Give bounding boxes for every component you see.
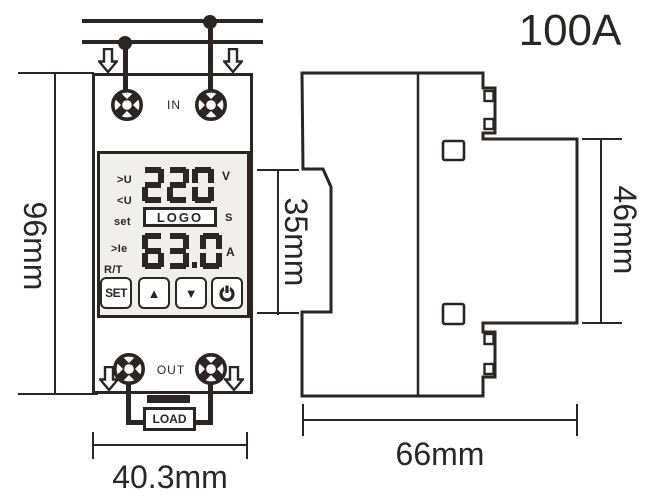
dimension-line-96 — [54, 73, 56, 395]
time-unit-label: S — [225, 212, 233, 224]
load-box: LOAD — [143, 407, 196, 431]
insert-arrow-icon — [99, 366, 119, 391]
current-rating-label: 100A — [518, 6, 622, 55]
supply-wire-bottom — [82, 40, 263, 44]
dimension-line-66 — [303, 419, 577, 421]
dimension-line-40 — [93, 444, 248, 446]
triangle-up-icon: ▲ — [147, 285, 161, 301]
dimension-tick — [246, 432, 248, 459]
dimension-label-width: 40.3mm — [112, 459, 228, 495]
dimension-tick — [576, 404, 578, 436]
load-wire — [208, 384, 213, 425]
load-wire — [126, 420, 148, 425]
up-button: ▲ — [138, 277, 170, 309]
dimension-tick — [582, 322, 622, 324]
insert-arrow-icon — [224, 366, 244, 391]
voltage-seven-segment-readout — [142, 167, 214, 203]
terminal-screw-icon — [195, 89, 227, 121]
terminal-screw-icon — [111, 89, 143, 121]
dimension-label-din-rail: 35mm — [278, 197, 314, 287]
supply-wire-top — [82, 19, 263, 23]
terminal-screw-icon — [195, 353, 227, 385]
terminal-block-detail — [483, 362, 495, 376]
insert-arrow-icon — [98, 48, 118, 73]
terminal-block-detail — [483, 89, 495, 103]
dimension-line-35 — [277, 170, 279, 315]
terminal-block-detail — [483, 117, 495, 131]
over-current-label: >Ie — [111, 243, 128, 255]
dimension-tick — [18, 393, 98, 395]
logo-box: LOGO — [143, 207, 217, 227]
dimension-tick — [92, 432, 94, 459]
lcd-display-panel: >U <U set >Ie R/T V LOGO S A SET ▲ ▼ — [97, 151, 250, 318]
dimension-tick — [257, 169, 299, 171]
load-wire — [191, 420, 213, 425]
voltage-unit-label: V — [222, 169, 231, 183]
dimension-line-46 — [600, 139, 602, 323]
power-icon — [219, 285, 235, 302]
dimension-tick — [302, 404, 304, 436]
set-button: SET — [100, 277, 132, 309]
mounting-hole — [441, 302, 466, 326]
terminal-screw-icon — [113, 353, 145, 385]
wire-drop-left — [123, 42, 128, 90]
dimension-tick — [582, 138, 622, 140]
rt-label: R/T — [104, 264, 123, 276]
terminal-block-detail — [483, 332, 495, 346]
dimension-tick — [18, 72, 94, 74]
in-terminal-label: IN — [167, 98, 181, 112]
over-voltage-label: >U — [117, 174, 132, 186]
load-wire — [126, 384, 131, 425]
insert-arrow-icon — [223, 48, 243, 73]
triangle-down-icon: ▼ — [184, 285, 198, 301]
dimension-label-height: 96mm — [17, 201, 53, 291]
dimension-tick — [257, 312, 299, 314]
wire-drop-right — [208, 21, 213, 90]
current-seven-segment-readout — [142, 233, 222, 269]
dimension-label-front-depth: 46mm — [607, 185, 643, 275]
down-button: ▼ — [175, 277, 207, 309]
set-indicator-label: set — [114, 216, 131, 228]
current-unit-label: A — [226, 245, 235, 259]
under-voltage-label: <U — [117, 195, 132, 207]
out-terminal-label: OUT — [156, 363, 186, 377]
power-button — [211, 277, 243, 309]
busbar — [147, 395, 190, 403]
mounting-hole — [441, 139, 466, 162]
device-side-outline — [300, 71, 579, 398]
dimension-label-depth: 66mm — [395, 436, 485, 472]
